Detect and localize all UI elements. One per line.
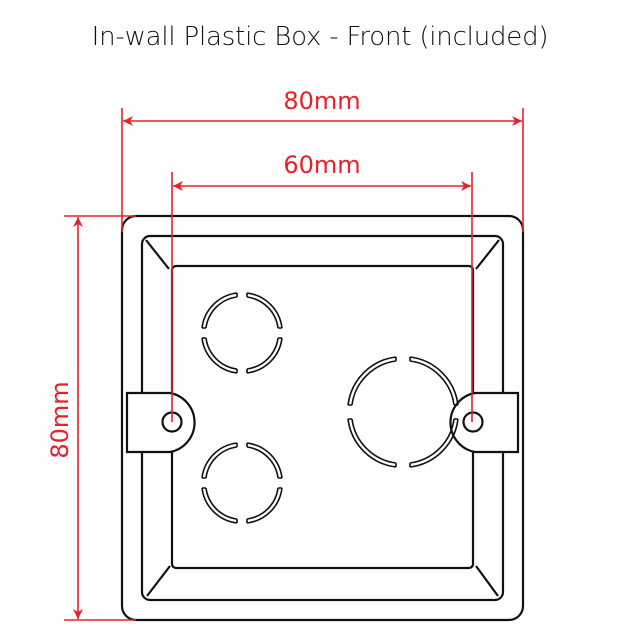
bevel-line <box>475 239 500 270</box>
outer-frame <box>120 214 525 622</box>
knockout-bottom-left-small <box>201 442 283 524</box>
inner-cavity <box>170 264 475 570</box>
screw-hole-icon <box>462 411 484 433</box>
middle-frame <box>140 234 505 602</box>
outer-width-label: 80mm <box>283 87 360 115</box>
bevel-line <box>475 565 499 597</box>
mounting-width-label: 60mm <box>283 151 360 179</box>
bevel-line <box>146 565 171 597</box>
outer-height-label: 80mm <box>46 381 74 458</box>
left-tab <box>125 391 196 454</box>
right-tab <box>449 391 520 454</box>
bevel-line <box>145 239 170 270</box>
knockout-top-left-small <box>201 292 283 374</box>
diagram-title: In-wall Plastic Box - Front (included) <box>91 22 549 52</box>
knockout-right-large <box>347 356 459 468</box>
